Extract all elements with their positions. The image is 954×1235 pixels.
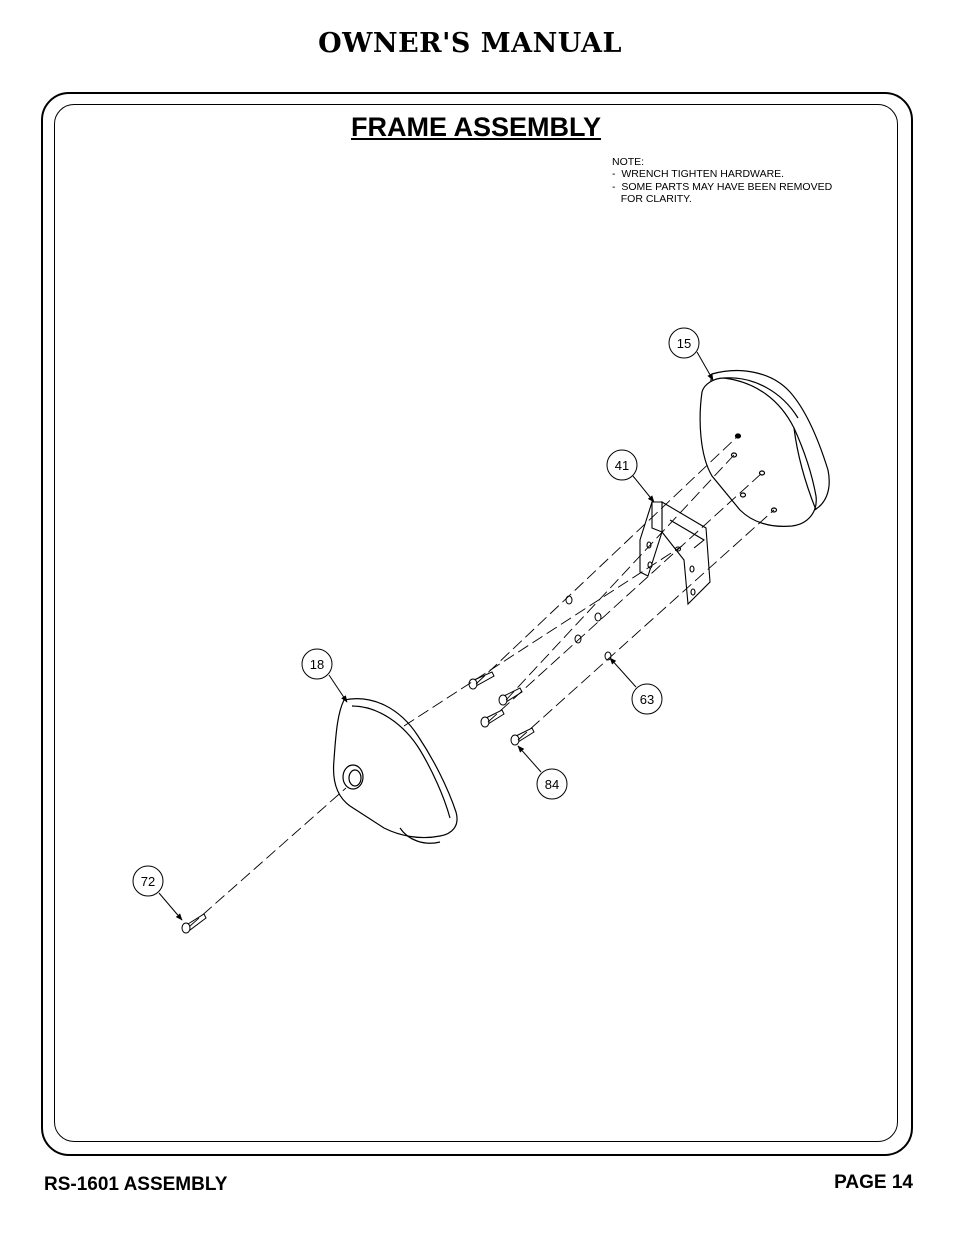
washer-63 bbox=[594, 612, 602, 622]
assembly-centerlines bbox=[189, 435, 775, 927]
callout-84: 84 bbox=[517, 745, 568, 800]
washer-63 bbox=[565, 595, 573, 605]
front-pad-part bbox=[332, 698, 458, 844]
bolt-72 bbox=[181, 913, 207, 934]
callout-63-label: 63 bbox=[640, 692, 654, 707]
hardware-bolts-washers bbox=[181, 595, 612, 934]
callout-72-label: 72 bbox=[141, 874, 155, 889]
assembly-note: NOTE: - WRENCH TIGHTEN HARDWARE. - SOME … bbox=[612, 156, 832, 205]
callout-15-label: 15 bbox=[677, 336, 691, 351]
callout-72: 72 bbox=[132, 865, 183, 921]
callout-18-label: 18 bbox=[310, 657, 324, 672]
page-outer-border bbox=[41, 92, 913, 1156]
note-line: NOTE: bbox=[612, 156, 645, 168]
note-line: - SOME PARTS MAY HAVE BEEN REMOVED bbox=[612, 180, 833, 193]
bolt-84-upper bbox=[468, 671, 495, 690]
note-line: - WRENCH TIGHTEN HARDWARE. bbox=[612, 168, 785, 181]
bolt-84-lower bbox=[480, 709, 505, 728]
callout-41-label: 41 bbox=[615, 458, 629, 473]
manual-header-title: OWNER'S MANUAL bbox=[318, 28, 622, 59]
mounting-bracket-part bbox=[639, 500, 711, 606]
note-line: FOR CLARITY. bbox=[612, 192, 692, 205]
callout-41: 41 bbox=[606, 449, 655, 503]
footer-model-label: RS-1601 ASSEMBLY bbox=[44, 1174, 228, 1195]
bolt-84-mid bbox=[498, 687, 523, 706]
page-inner-border bbox=[54, 104, 898, 1142]
footer-page-number: PAGE 14 bbox=[834, 1172, 913, 1193]
bolt-84-bottom bbox=[510, 727, 535, 746]
rear-pad-part bbox=[699, 369, 830, 527]
washer-63 bbox=[574, 634, 582, 644]
callout-18: 18 bbox=[301, 648, 348, 703]
callout-15: 15 bbox=[668, 327, 714, 381]
callout-84-label: 84 bbox=[545, 777, 559, 792]
section-title: FRAME ASSEMBLY bbox=[351, 112, 602, 142]
callout-63: 63 bbox=[609, 657, 663, 715]
